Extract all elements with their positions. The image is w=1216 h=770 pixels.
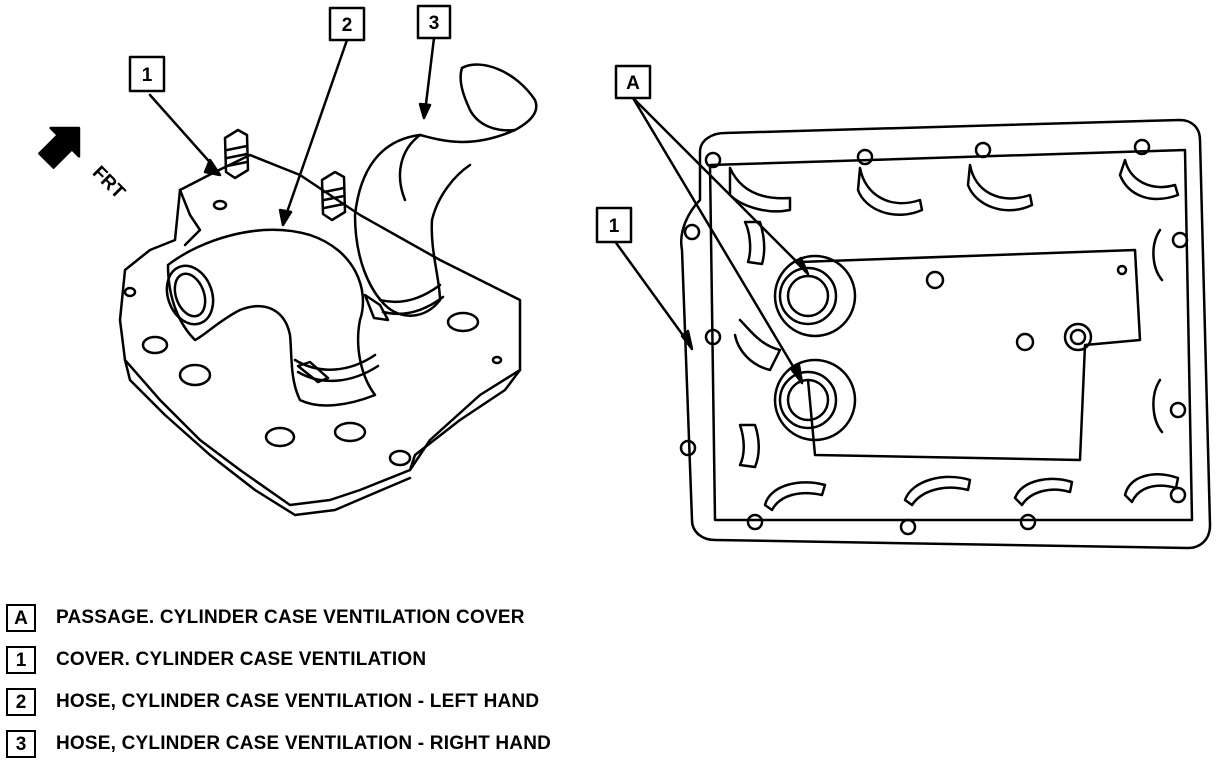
callout-2: 2 — [342, 15, 353, 36]
passage-upper — [773, 254, 857, 338]
callout-a: A — [626, 73, 640, 94]
legend-key-a: A — [6, 604, 36, 632]
front-arrow-marker — [38, 126, 81, 169]
legend-row-1: 1 COVER. CYLINDER CASE VENTILATION — [6, 644, 706, 686]
legend-key-2: 2 — [6, 688, 36, 716]
legend-text-2: HOSE, CYLINDER CASE VENTILATION - LEFT H… — [56, 691, 540, 712]
right-cover-underside — [679, 118, 1212, 550]
callout-1-right: 1 — [609, 216, 620, 237]
stud-right — [320, 170, 347, 222]
legend-text-1: COVER. CYLINDER CASE VENTILATION — [56, 649, 427, 670]
left-hose — [166, 228, 377, 407]
left-cover-assembly — [118, 63, 538, 517]
legend-row-2: 2 HOSE, CYLINDER CASE VENTILATION - LEFT… — [6, 686, 706, 728]
right-cover-outline — [679, 118, 1212, 550]
legend-key-1: 1 — [6, 646, 36, 674]
inner-pad — [798, 248, 1142, 462]
right-hose — [353, 63, 538, 317]
callout-3: 3 — [429, 13, 440, 34]
legend: A PASSAGE. CYLINDER CASE VENTILATION COV… — [6, 602, 706, 770]
passage-lower — [773, 358, 857, 442]
front-marker-label: FRT — [88, 162, 129, 203]
left-cover-outline — [118, 153, 522, 507]
legend-row-3: 3 HOSE, CYLINDER CASE VENTILATION - RIGH… — [6, 728, 706, 770]
legend-text-3: HOSE, CYLINDER CASE VENTILATION - RIGHT … — [56, 733, 552, 754]
exploded-view-diagram: 1 2 3 A 1 FRT — [38, 4, 1212, 550]
legend-text-a: PASSAGE. CYLINDER CASE VENTILATION COVER — [56, 607, 525, 628]
leader-lines — [148, 36, 810, 385]
stud-left — [223, 128, 250, 180]
legend-row-a: A PASSAGE. CYLINDER CASE VENTILATION COV… — [6, 602, 706, 644]
callout-1-left: 1 — [142, 65, 153, 86]
legend-key-3: 3 — [6, 730, 36, 758]
